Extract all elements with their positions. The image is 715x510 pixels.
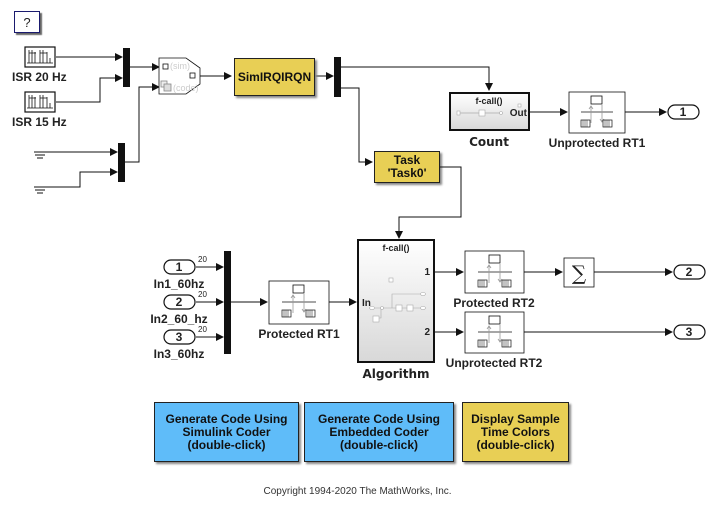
inport-1[interactable]: 1 20 In1_60hz [154,255,208,291]
ground-icon [34,186,46,194]
pulse-train-icon [27,95,53,109]
copyright-text: Copyright 1994-2020 The MathWorks, Inc. [263,486,452,497]
button-line: (double-click) [339,437,418,452]
inport-3[interactable]: 3 20 In3_60hz [154,325,208,361]
variant-sim-label: (sim) [170,61,190,71]
question-mark-icon: ? [23,14,31,30]
outport-1[interactable]: 1 [667,104,700,120]
algorithm-out2-label: 2 [424,327,430,338]
inport-2[interactable]: 2 20 In2_60_hz [150,290,207,326]
button-line: Generate Code Using [317,411,441,426]
task-block[interactable]: Task 'Task0' [374,151,440,183]
algorithm-out1-label: 1 [424,267,430,278]
button-line: Embedded Coder [329,424,429,439]
unprotected-rt2-label: Unprotected RT2 [446,356,543,370]
count-out-port-label: Out [510,108,528,119]
button-line: Simulink Coder [182,424,271,439]
isr-20hz-label: ISR 20 Hz [12,70,67,84]
help-button[interactable]: ? [14,11,40,33]
inport-3-rate: 20 [198,325,207,334]
inport-2-label: In2_60_hz [150,312,207,326]
task-to-algorithm-wire [440,166,462,217]
isr-15hz-block[interactable]: ISR 15 Hz [12,91,67,129]
protected-rt1-block[interactable]: Protected RT1 [258,280,340,341]
mux-isr[interactable] [123,48,130,87]
outport-2[interactable]: 2 [673,264,706,280]
line-ground2-to-mux[interactable] [46,168,118,188]
inport-3-label: In3_60hz [154,347,205,361]
rate-transition-icon [281,284,316,318]
ground-1[interactable] [34,151,46,159]
protected-rt1-label: Protected RT1 [258,327,340,341]
count-subsystem[interactable]: f-call() Out Count [449,92,530,149]
outport-3[interactable]: 3 [673,324,706,340]
outport-1-number: 1 [680,105,687,119]
algorithm-fcall-label: f-call() [383,243,410,253]
variant-source-block[interactable]: (sim) (code) [158,57,201,95]
button-line: Display Sample [471,411,560,426]
mux-ground[interactable] [118,143,125,182]
line-demux-to-count[interactable] [341,66,493,91]
protected-rt2-label: Protected RT2 [453,296,535,310]
line-mux2-to-variant[interactable] [125,83,160,163]
inport-2-number: 2 [176,295,183,309]
demux-irq[interactable] [334,57,341,97]
isr-15hz-label: ISR 15 Hz [12,115,67,129]
task-line1: Task [393,153,421,167]
pulse-train-icon [27,50,53,64]
algorithm-preview-icon [369,277,426,323]
generate-code-simulink-coder-button[interactable]: Generate Code Using Simulink Coder (doub… [154,402,299,462]
unprotected-rt1-label: Unprotected RT1 [549,136,646,150]
outport-3-number: 3 [686,325,693,339]
task-line2: 'Task0' [387,166,427,180]
unprotected-rt2-block[interactable]: Unprotected RT2 [446,311,543,370]
inport-3-number: 3 [176,330,183,344]
line-isr15-to-mux[interactable] [56,74,123,103]
button-line: (double-click) [476,437,555,452]
button-line: Generate Code Using [165,411,288,426]
button-line: (double-click) [187,437,266,452]
rate-transition-icon [477,315,512,348]
rate-transition-icon [477,254,512,288]
inport-1-rate: 20 [198,255,207,264]
signal-lines [46,53,673,341]
variant-code-label: (code) [173,83,199,93]
mux-inports[interactable] [224,251,231,354]
simirq-block[interactable]: SimIRQIRQN [234,58,315,96]
sigma-icon: ∑ [572,261,587,285]
simirq-label: SimIRQIRQN [237,70,312,84]
inport-2-rate: 20 [198,290,207,299]
inport-1-number: 1 [176,260,183,274]
generate-code-embedded-coder-button[interactable]: Generate Code Using Embedded Coder (doub… [304,402,454,462]
protected-rt2-block[interactable]: Protected RT2 [453,250,535,310]
algorithm-subsystem[interactable]: f-call() In 1 2 Algorithm [357,239,435,381]
inport-1-label: In1_60hz [154,277,205,291]
display-sample-time-colors-button[interactable]: Display Sample Time Colors (double-click… [462,402,569,462]
ground-2[interactable] [34,186,46,194]
sum-block[interactable]: ∑ [563,257,595,288]
line-demux-to-task[interactable] [341,87,373,166]
algorithm-label: Algorithm [362,367,429,381]
ground-icon [34,151,46,159]
count-label: Count [469,135,509,149]
algorithm-in-port-label: In [362,298,371,309]
outport-2-number: 2 [686,265,693,279]
rate-transition-icon [580,95,613,128]
unprotected-rt1-block[interactable]: Unprotected RT1 [549,91,646,150]
isr-20hz-block[interactable]: ISR 20 Hz [12,46,67,84]
button-line: Time Colors [480,424,551,439]
count-fcall-label: f-call() [476,96,503,106]
